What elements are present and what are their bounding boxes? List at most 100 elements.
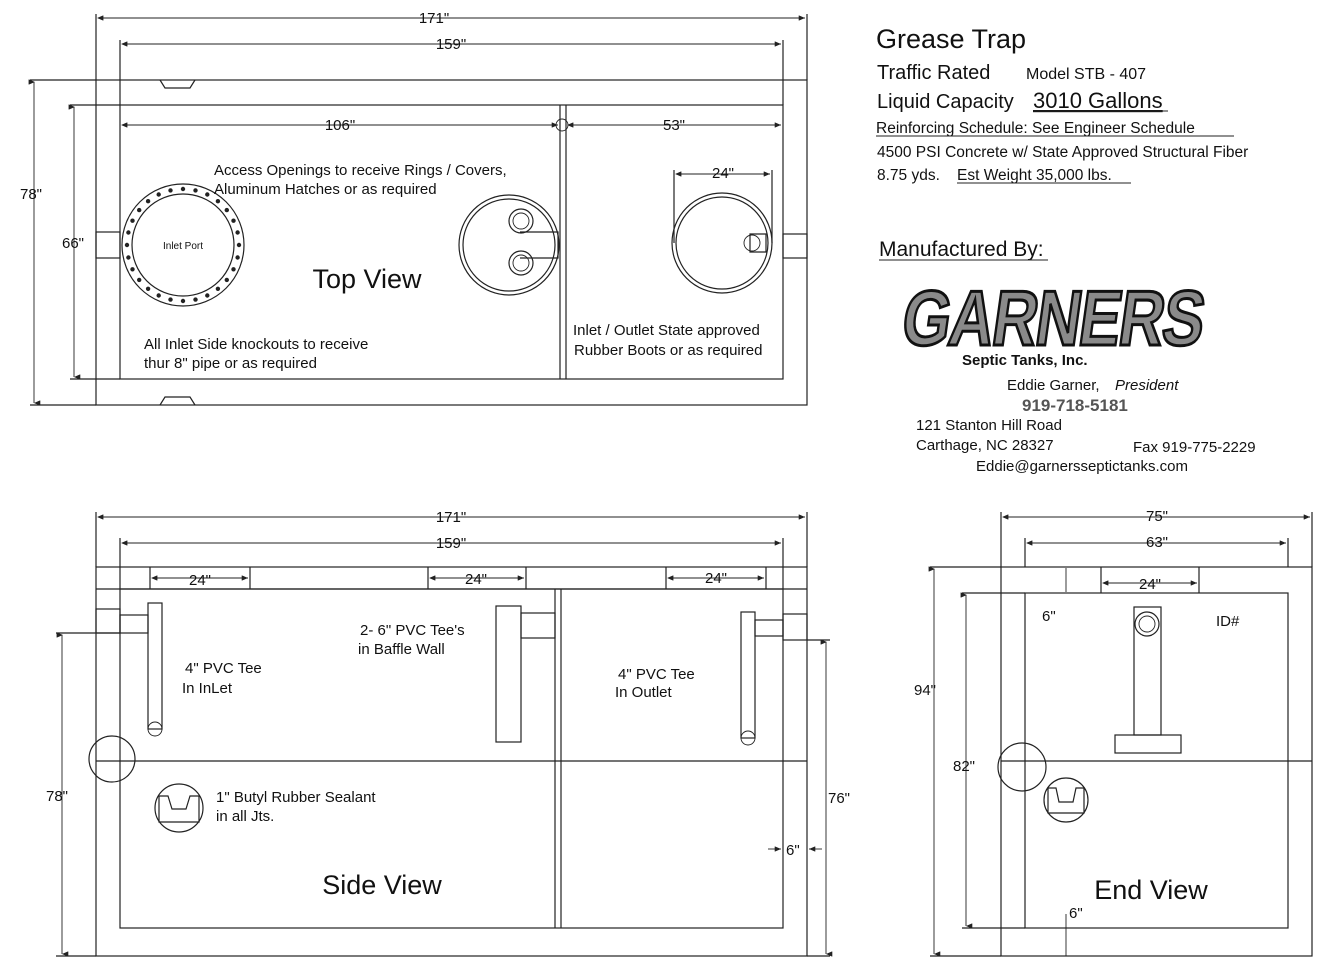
email-address: Eddie@garnersseptictanks.com: [976, 458, 1188, 475]
est-weight: Est Weight 35,000 lbs.: [957, 167, 1112, 184]
bolt-hole: [224, 207, 229, 213]
product-title: Grease Trap: [876, 24, 1026, 54]
company-name: Septic Tanks, Inc.: [962, 352, 1088, 369]
baffle-tee-line2: in Baffle Wall: [358, 641, 445, 658]
end-dim-75: 75": [1146, 508, 1168, 525]
bolt-hole: [231, 267, 236, 272]
bolt-hole: [130, 218, 135, 223]
top-view-label: Top View: [312, 264, 422, 294]
fax-number: Fax 919-775-2229: [1133, 439, 1256, 456]
dim-78: 78": [20, 186, 42, 203]
inlet-port-label: Inlet Port: [163, 241, 203, 252]
side-dim-24c: 24": [705, 570, 727, 587]
inlet-tee: [95, 602, 163, 737]
baffle-tees: [495, 605, 556, 743]
bolt-hole: [236, 242, 242, 248]
bolt-hole: [193, 188, 198, 193]
capacity-label: Liquid Capacity: [877, 91, 1014, 113]
end-dim-6-top: 6": [1042, 608, 1056, 625]
side-dim-24a: 24": [189, 572, 211, 589]
joint-callout-circle: [88, 735, 136, 783]
reinforcing-note: Reinforcing Schedule: See Engineer Sched…: [876, 120, 1195, 137]
end-view: 75" 63" 24" 6" 94" 82" 6" ID# End View: [914, 508, 1313, 957]
traffic-rating: Traffic Rated: [877, 62, 990, 84]
end-sealant-detail: [1043, 777, 1089, 823]
boots-note-line1: Inlet / Outlet State approved: [573, 322, 760, 339]
bolt-hole: [205, 293, 210, 298]
bolt-hole: [126, 255, 131, 260]
bolt-hole: [137, 207, 142, 213]
bolt-hole: [235, 230, 240, 235]
outlet-tee-line1: 4" PVC Tee: [618, 666, 695, 683]
outlet-tee-line2: In Outlet: [615, 684, 673, 701]
inlet-note-line2: thur 8" pipe or as required: [144, 355, 317, 372]
id-label: ID#: [1216, 613, 1240, 630]
end-dim-82: 82": [953, 758, 975, 775]
model-number: Model STB - 407: [1026, 66, 1146, 83]
side-view: 171" 159" 24" 24" 24" 78" 76" 6" 4" PVC …: [46, 509, 850, 957]
bolt-hole: [215, 286, 221, 291]
lift-notch-top: [159, 79, 196, 89]
capacity-value: 3010 Gallons: [1033, 88, 1163, 113]
inlet-tee-line1: 4" PVC Tee: [185, 660, 262, 677]
boots-note-line2: Rubber Boots or as required: [574, 342, 762, 359]
side-dim-159: 159": [436, 535, 466, 552]
access-note-line1: Access Openings to receive Rings / Cover…: [214, 162, 507, 179]
access-note-line2: Aluminum Hatches or as required: [214, 181, 437, 198]
dim-159: 159": [436, 36, 466, 53]
bolt-hole: [168, 188, 173, 193]
top-view: 171" 159" 106" 53" 24" 78" 66" Inlet Por…: [20, 10, 808, 406]
bolt-hole: [137, 277, 142, 283]
garners-logo: GARNERS: [896, 273, 1211, 364]
outlet-access-opening: [671, 170, 773, 294]
dim-171: 171": [419, 10, 449, 27]
dim-106: 106": [325, 117, 355, 134]
address-line1: 121 Stanton Hill Road: [916, 417, 1062, 434]
bolt-hole: [126, 230, 131, 235]
sealant-line1: 1" Butyl Rubber Sealant: [216, 789, 376, 806]
bolt-hole: [224, 277, 229, 283]
bolt-hole: [130, 267, 135, 272]
logo-wordmark: GARNERS: [897, 274, 1209, 362]
inlet-note-line1: All Inlet Side knockouts to receive: [144, 336, 368, 353]
outlet-tee: [740, 611, 808, 746]
bolt-hole: [156, 293, 161, 298]
contact-name: Eddie Garner,: [1007, 377, 1100, 394]
side-dim-24b: 24": [465, 571, 487, 588]
side-dim-6: 6": [786, 842, 800, 859]
side-dim-171: 171": [436, 509, 466, 526]
side-dim-76: 76": [828, 790, 850, 807]
inlet-tee-line2: In InLet: [182, 680, 233, 697]
side-dim-78: 78": [46, 788, 68, 805]
title-block: Grease Trap Traffic Rated Model STB - 40…: [876, 24, 1248, 184]
side-view-label: Side View: [322, 870, 442, 900]
end-dim-24: 24": [1139, 576, 1161, 593]
bolt-hole: [193, 297, 198, 302]
manufactured-by-heading: Manufactured By:: [879, 238, 1044, 261]
sealant-detail: [154, 783, 204, 833]
manufacturer-block: Manufactured By: GARNERS Septic Tanks, I…: [879, 238, 1256, 475]
end-view-label: End View: [1094, 875, 1208, 905]
inlet-port-riser: [121, 183, 245, 307]
bolt-hole: [180, 298, 186, 304]
dim-53: 53": [663, 117, 685, 134]
baffle-tee-line1: 2- 6" PVC Tee's: [360, 622, 465, 639]
end-dim-63: 63": [1146, 534, 1168, 551]
end-joint-callout: [997, 742, 1047, 792]
bolt-hole: [205, 192, 210, 197]
lift-notch-bottom: [159, 396, 196, 406]
address-line2: Carthage, NC 28327: [916, 437, 1054, 454]
bolt-hole: [231, 218, 236, 223]
bolt-hole: [168, 297, 173, 302]
bolt-hole: [145, 199, 151, 204]
dim-66: 66": [62, 235, 84, 252]
phone-number: 919-718-5181: [1022, 396, 1128, 415]
side-inner-outline: [119, 588, 784, 929]
bolt-hole: [180, 186, 186, 192]
bolt-hole: [145, 286, 151, 291]
end-dim-6-bottom: 6": [1069, 905, 1083, 922]
concrete-spec: 4500 PSI Concrete w/ State Approved Stru…: [877, 144, 1248, 161]
concrete-yards: 8.75 yds.: [877, 167, 940, 184]
bolt-hole: [124, 242, 130, 248]
